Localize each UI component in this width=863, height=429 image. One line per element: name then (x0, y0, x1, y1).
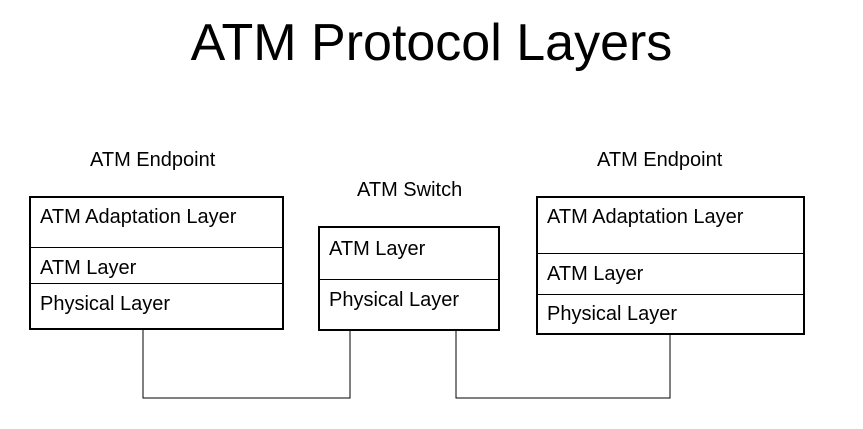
switch-caption: ATM Switch (357, 179, 463, 201)
right-physical-layer: Physical Layer (547, 303, 678, 325)
diagram-title: ATM Protocol Layers (190, 14, 673, 72)
switch-separator (320, 279, 498, 280)
left-endpoint-stack: ATM Adaptation Layer ATM Layer Physical … (29, 196, 284, 330)
right-separator-1 (538, 253, 803, 254)
right-endpoint-stack: ATM Adaptation Layer ATM Layer Physical … (536, 196, 805, 335)
link-left-to-switch (142, 330, 351, 399)
left-physical-layer: Physical Layer (40, 293, 171, 315)
right-separator-2 (538, 294, 803, 295)
switch-physical-layer: Physical Layer (329, 289, 460, 311)
right-atm-layer: ATM Layer (547, 263, 644, 285)
right-endpoint-caption: ATM Endpoint (597, 149, 723, 171)
left-separator-1 (31, 247, 282, 248)
right-adaptation-layer: ATM Adaptation Layer (547, 206, 744, 228)
link-switch-to-right (455, 331, 671, 399)
switch-atm-layer: ATM Layer (329, 238, 426, 260)
switch-stack: ATM Layer Physical Layer (318, 226, 500, 331)
left-atm-layer: ATM Layer (40, 257, 137, 279)
left-separator-2 (31, 283, 282, 284)
left-endpoint-caption: ATM Endpoint (90, 149, 216, 171)
left-adaptation-layer: ATM Adaptation Layer (40, 206, 237, 228)
